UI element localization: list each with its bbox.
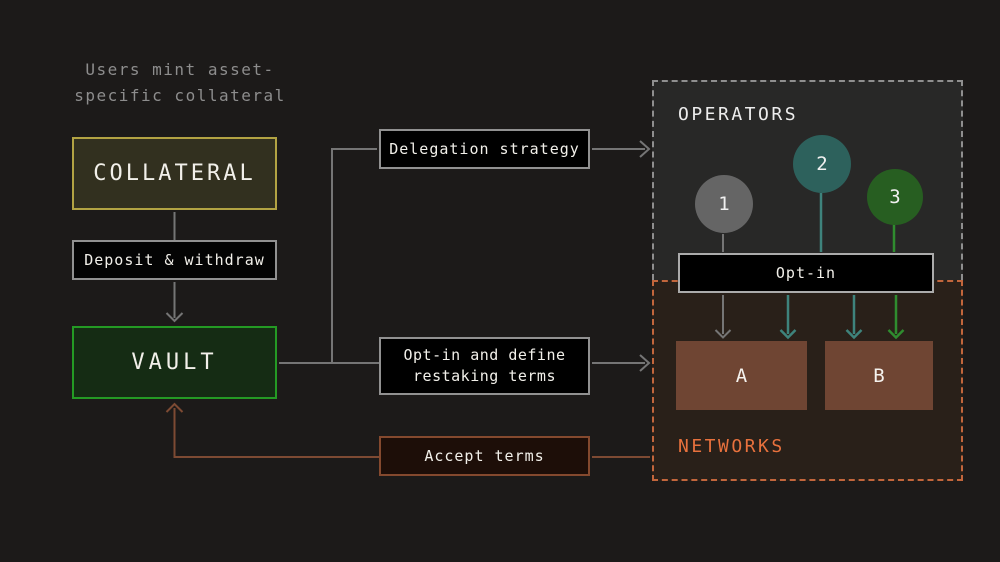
networks-panel-title: NETWORKS xyxy=(678,436,785,457)
operator-circle-2: 2 xyxy=(793,135,851,193)
arrowhead-down-vault xyxy=(165,312,184,323)
deposit-withdraw-node: Deposit & withdraw xyxy=(72,240,277,280)
arrowhead-down-a1 xyxy=(714,329,732,339)
arrowhead-down-b1 xyxy=(845,329,863,340)
arrowhead-right-networks xyxy=(639,354,651,372)
brown-connectors xyxy=(165,402,650,458)
arrowhead-right-operators xyxy=(639,140,651,158)
teal-connectors xyxy=(779,193,863,340)
edge-accept-to-vault xyxy=(173,408,380,458)
collateral-node: COLLATERAL xyxy=(72,137,277,210)
optin-define-restaking-node: Opt-in and define restaking terms xyxy=(379,337,590,395)
network-a-label: A xyxy=(735,364,748,387)
arrowhead-down-a2 xyxy=(779,329,797,340)
green-connectors xyxy=(887,224,905,340)
vault-node: VAULT xyxy=(72,326,277,399)
network-box-a: A xyxy=(676,341,807,410)
operator-circle-1: 1 xyxy=(695,175,753,233)
edge-vault-branch-to-delegation xyxy=(331,148,377,363)
optin-node: Opt-in xyxy=(678,253,934,293)
operator-2-label: 2 xyxy=(816,153,828,175)
caption-line-2: specific collateral xyxy=(74,86,286,105)
delegation-strategy-node: Delegation strategy xyxy=(379,129,590,169)
network-box-b: B xyxy=(825,341,933,410)
accept-terms-node: Accept terms xyxy=(379,436,590,476)
operators-panel-title: OPERATORS xyxy=(678,104,799,125)
caption-users-mint: Users mint asset- specific collateral xyxy=(40,57,320,109)
operator-circle-3: 3 xyxy=(867,169,923,225)
arrowhead-down-b2 xyxy=(887,329,905,340)
network-b-label: B xyxy=(873,364,885,387)
operator-1-label: 1 xyxy=(718,193,730,215)
gray-connectors xyxy=(165,140,732,372)
arrowhead-up-vault xyxy=(165,402,184,413)
caption-line-1: Users mint asset- xyxy=(85,60,275,79)
operator-3-label: 3 xyxy=(889,186,901,208)
